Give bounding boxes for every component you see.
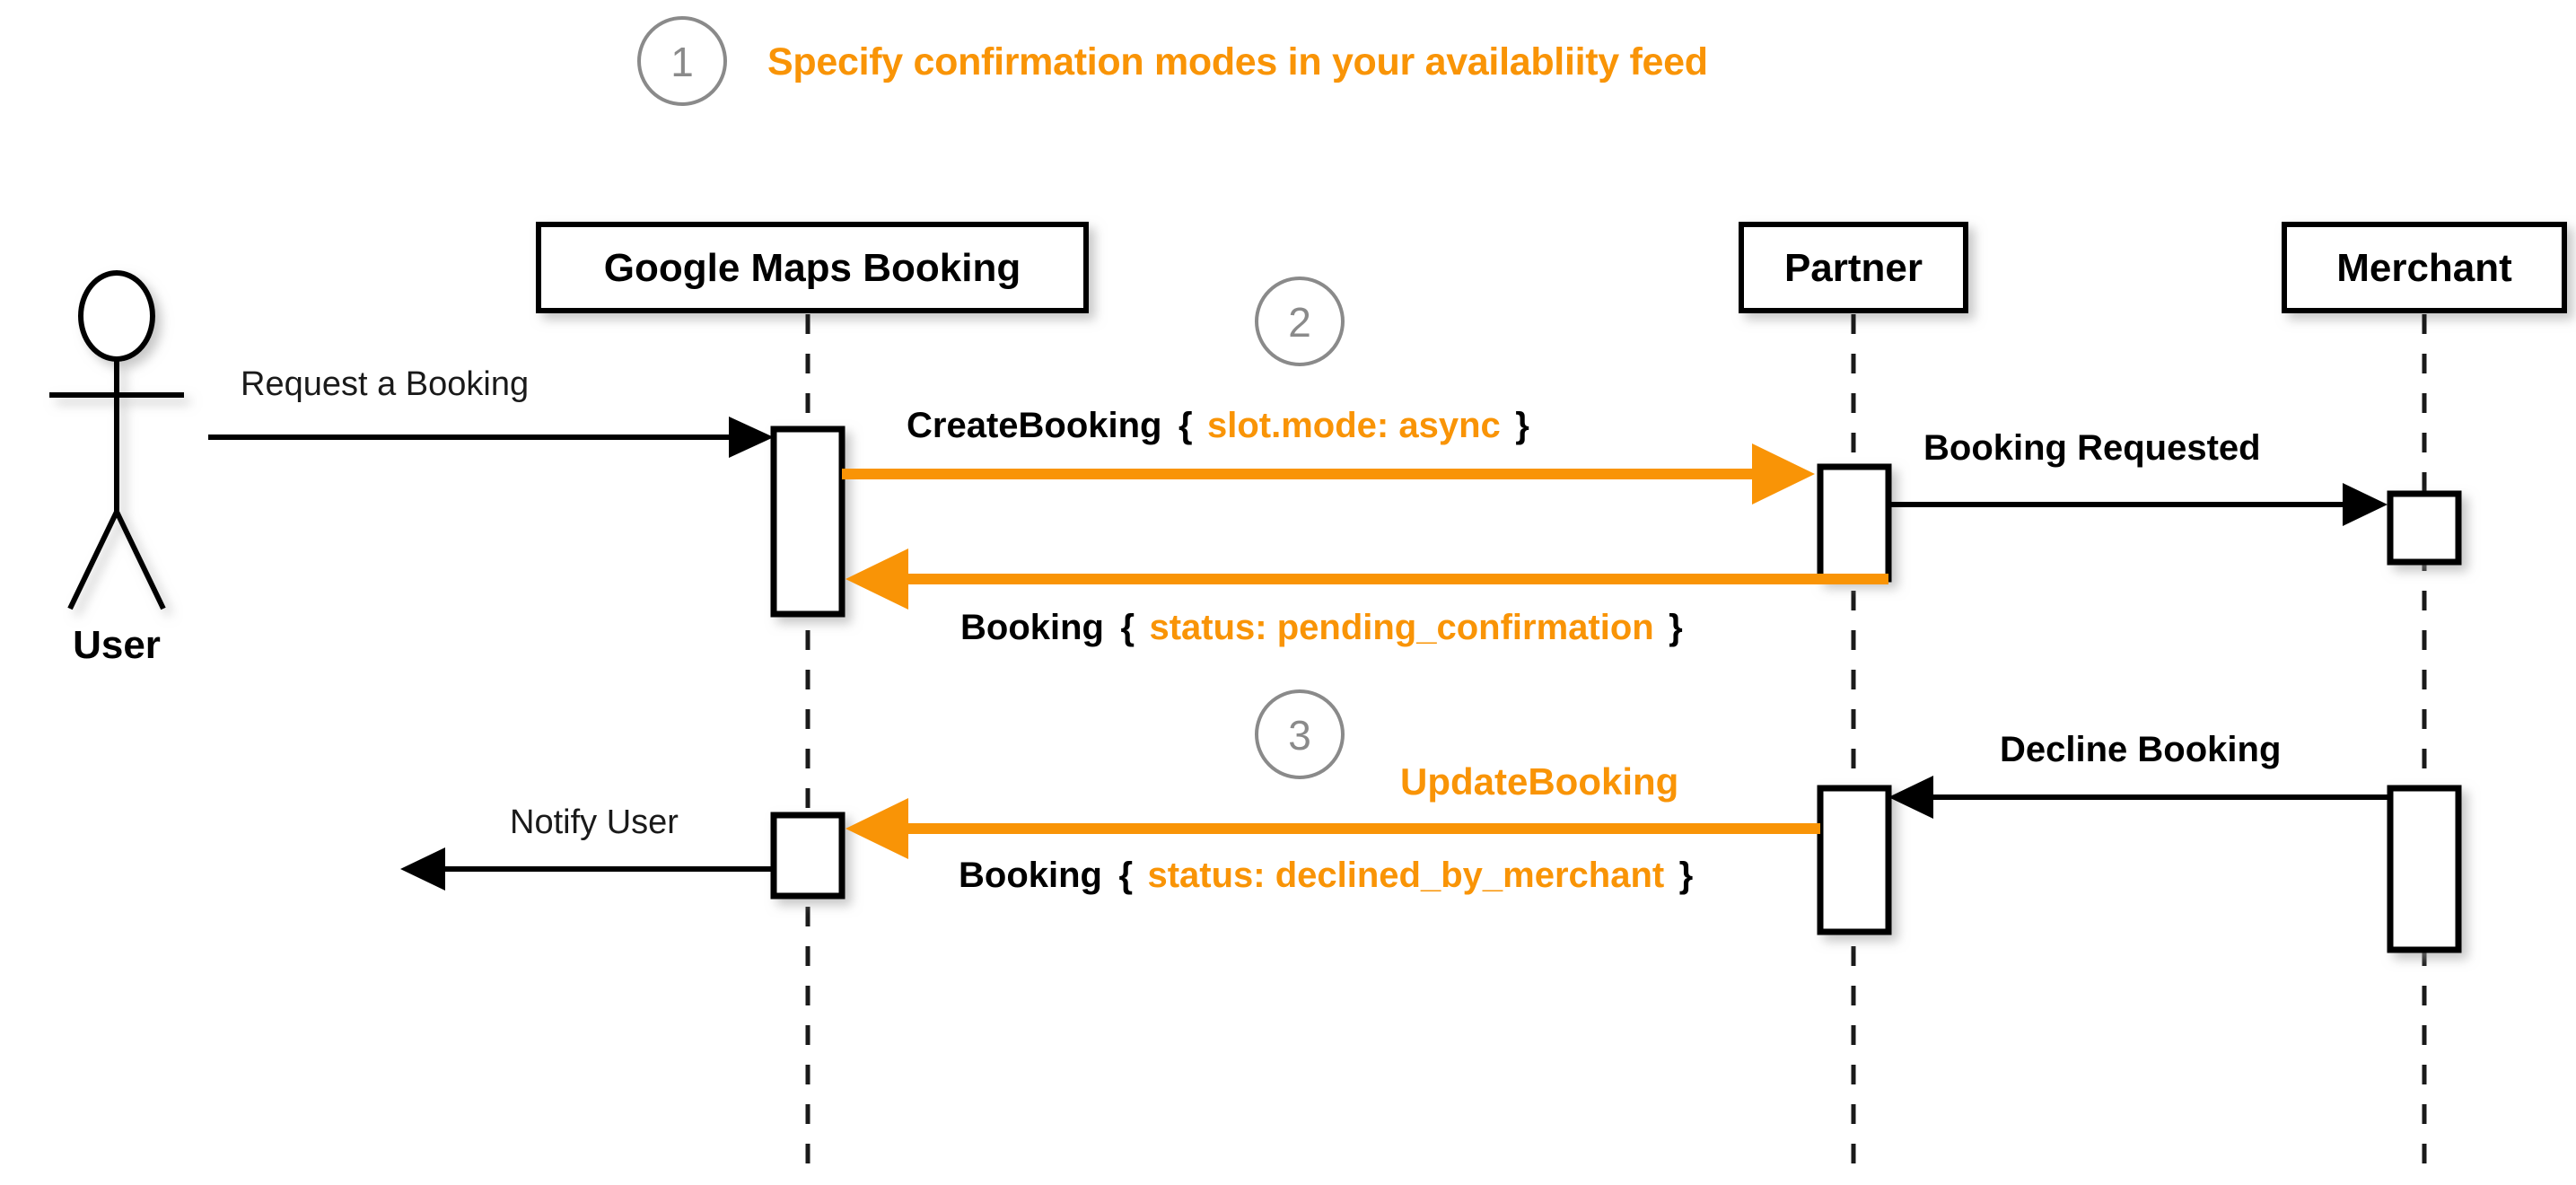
participant-partner[interactable]: Partner (1739, 222, 1968, 313)
message-brace-close: } (1669, 608, 1683, 647)
participant-gmb[interactable]: Google Maps Booking (536, 222, 1089, 313)
step-2-badge: 2 (1255, 276, 1345, 366)
message-label-create-booking: CreateBooking { slot.mode: async } (907, 406, 1529, 445)
actor-head-icon (78, 270, 155, 362)
message-label-booking-declined: Booking { status: declined_by_merchant } (959, 856, 1693, 895)
arrowhead-right-icon (2343, 483, 2388, 526)
message-label-booking-pending: Booking { status: pending_confirmation } (960, 608, 1683, 647)
activation-bar-merchant-2 (2387, 785, 2462, 953)
participant-label-gmb: Google Maps Booking (604, 246, 1021, 290)
message-brace-close: } (1515, 406, 1529, 445)
arrowhead-right-icon (729, 417, 774, 458)
step-2-circle (1255, 276, 1345, 366)
message-arrow-booking-pending (846, 549, 1888, 610)
participant-label-merchant: Merchant (2336, 246, 2512, 290)
participant-merchant[interactable]: Merchant (2282, 222, 2567, 313)
step-2-number: 2 (1288, 299, 1311, 346)
message-arrow-update-booking (846, 798, 1820, 859)
message-arrow-notify-user (400, 847, 774, 891)
activation-bar-partner-1 (1817, 463, 1892, 583)
step-3-badge: 3 (1255, 689, 1345, 779)
page-title: Specify confirmation modes in your avail… (767, 40, 1708, 83)
activation-bar-gmb-2 (770, 812, 846, 900)
message-arrow-request-a-booking (208, 417, 774, 458)
message-label-request-a-booking: Request a Booking (241, 365, 529, 403)
step-1-number: 1 (670, 39, 694, 85)
arrowhead-left-orange-icon (846, 549, 908, 610)
step-1-circle (637, 16, 727, 106)
message-arrow-create-booking (842, 443, 1815, 505)
message-label-booking-requested: Booking Requested (1923, 428, 2261, 468)
arrowhead-left-icon (400, 847, 445, 891)
participant-box-partner[interactable] (1739, 222, 1968, 313)
arrowhead-right-orange-icon (1752, 443, 1815, 505)
message-brace-open: { (1178, 406, 1193, 445)
actor-user (49, 270, 184, 610)
message-label-decline-booking: Decline Booking (2000, 730, 2281, 769)
step-3-number: 3 (1288, 712, 1311, 759)
message-brace-close: } (1679, 856, 1694, 895)
actor-label-user: User (73, 623, 161, 667)
message-label-booking-pending-name: Booking (960, 608, 1104, 647)
arrowhead-left-orange-icon (846, 798, 908, 859)
message-label-notify-user: Notify User (510, 803, 679, 841)
participant-label-partner: Partner (1784, 246, 1923, 290)
step-3-circle (1255, 689, 1345, 779)
message-label-booking-pending-payload: status: pending_confirmation (1149, 608, 1653, 647)
message-label-create-booking-payload: slot.mode: async (1207, 406, 1501, 445)
arrowhead-left-icon (1888, 776, 1933, 819)
participant-box-gmb[interactable] (536, 222, 1089, 313)
activation-bar-partner-2 (1817, 785, 1892, 935)
activation-bar-merchant-1 (2387, 490, 2462, 566)
message-label-update-booking: UpdateBooking (1400, 760, 1678, 803)
participant-box-merchant[interactable] (2282, 222, 2567, 313)
message-arrow-decline-booking (1888, 776, 2390, 819)
message-label-booking-declined-payload: status: declined_by_merchant (1147, 856, 1664, 895)
activation-bar-gmb-1 (770, 426, 846, 618)
actor-leg-left-icon (67, 510, 119, 610)
message-label-create-booking-name: CreateBooking (907, 406, 1162, 445)
actor-leg-right-icon (114, 510, 166, 610)
message-arrow-booking-requested (1888, 483, 2388, 526)
title-step-badge: 1 (637, 16, 727, 106)
message-label-booking-declined-name: Booking (959, 856, 1102, 895)
message-brace-open: { (1120, 608, 1135, 647)
message-brace-open: { (1118, 856, 1133, 895)
